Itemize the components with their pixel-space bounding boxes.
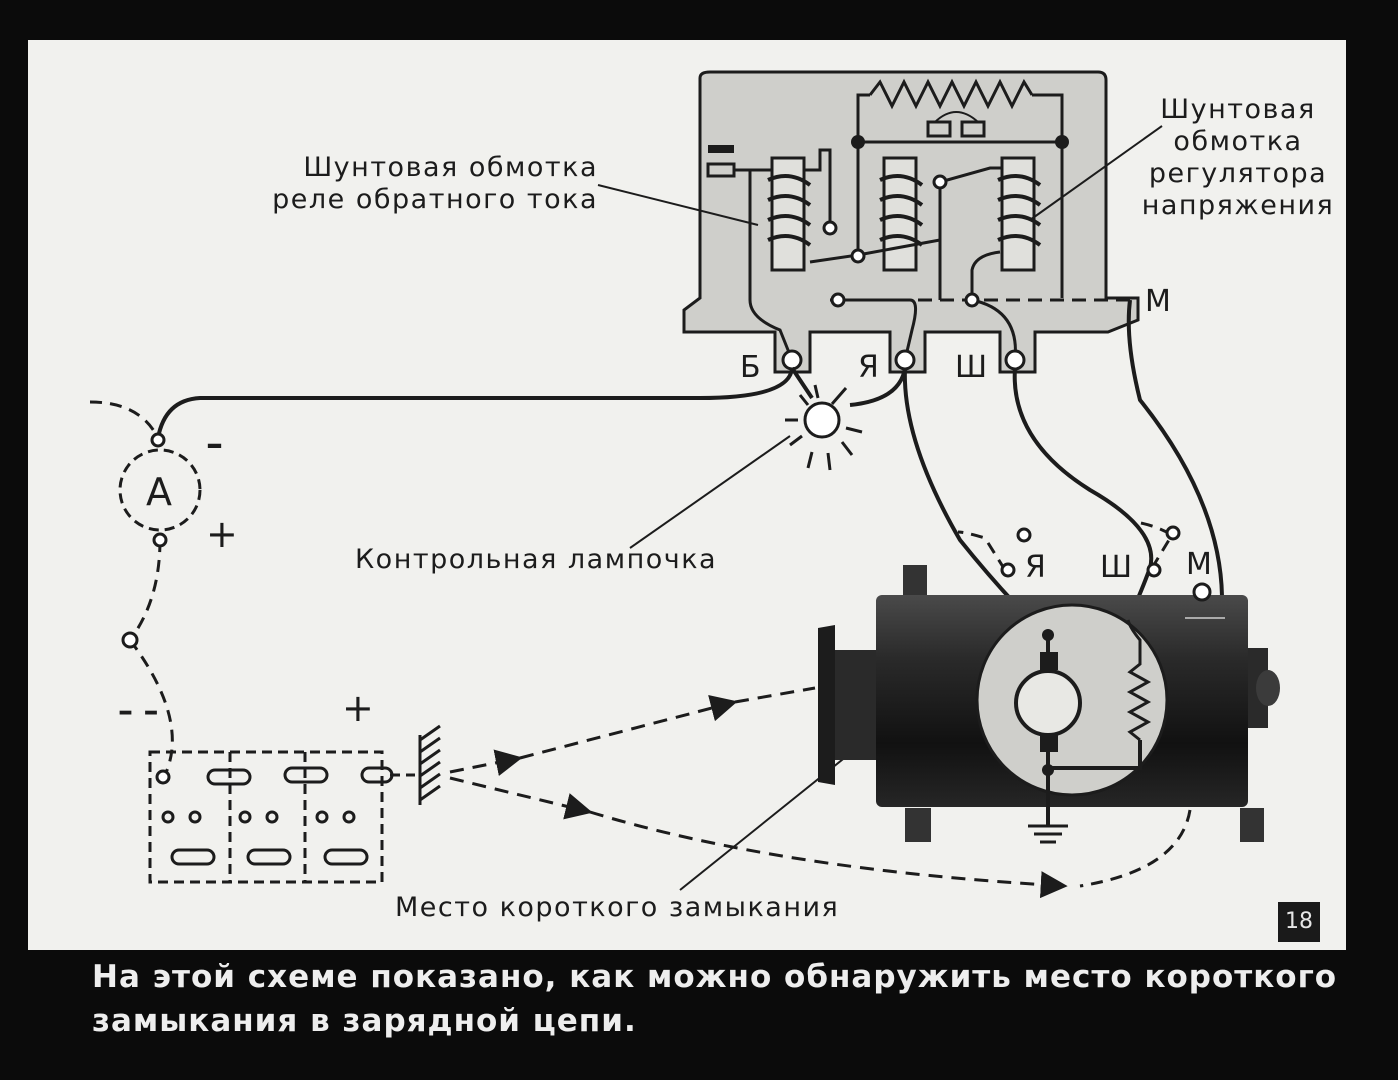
control-lamp xyxy=(785,384,863,471)
battery xyxy=(148,750,415,884)
control-lamp-label: Контрольная лампочка xyxy=(355,544,718,575)
battery-vents xyxy=(155,769,356,824)
regulator-winding-line-4: напряжения xyxy=(1141,190,1335,221)
relay-terminal-sh: Ш xyxy=(955,350,988,385)
current-arrows xyxy=(449,686,1068,899)
regulator-winding-label: Шунтовая обмотка регулятора напряжения xyxy=(1138,94,1338,222)
ammeter-plus-sign: + xyxy=(206,512,238,556)
generator-terminal-m: М xyxy=(1186,547,1212,582)
short-circuit-label: Место короткого замыкания xyxy=(395,892,840,923)
caption: На этой схеме показано, как можно обнару… xyxy=(92,959,1338,1039)
dashed-wiring xyxy=(89,400,1192,888)
reverse-relay-winding-line-2: реле обратного тока xyxy=(272,184,598,215)
ammeter xyxy=(118,432,202,548)
relay-terminal-m: М xyxy=(1145,284,1171,319)
reverse-relay-winding-line-1: Шунтовая обмотка xyxy=(303,152,598,183)
regulator-winding-line-3: регулятора xyxy=(1148,158,1328,189)
slide-number: 18 xyxy=(1278,902,1320,942)
relay-terminal-ya: Я xyxy=(858,350,879,385)
regulator-winding-line-2: обмотка xyxy=(1173,126,1303,157)
relay-regulator-box xyxy=(682,70,1140,374)
ammeter-minus-sign: – xyxy=(206,424,223,464)
ammeter-letter: А xyxy=(146,470,172,514)
battery-minus-sign: – – xyxy=(118,694,159,729)
relay-terminal-b: Б xyxy=(740,350,761,385)
generator-terminal-ya: Я xyxy=(1025,550,1046,585)
external-wiring xyxy=(156,299,1224,637)
generator xyxy=(818,565,1280,844)
reverse-relay-winding-label: Шунтовая обмотка реле обратного тока xyxy=(248,152,598,216)
regulator-winding-line-1: Шунтовая xyxy=(1160,94,1316,125)
ground-hatch xyxy=(418,724,441,805)
generator-terminal-sh: Ш xyxy=(1100,550,1133,585)
battery-plus-sign: + xyxy=(342,686,374,730)
